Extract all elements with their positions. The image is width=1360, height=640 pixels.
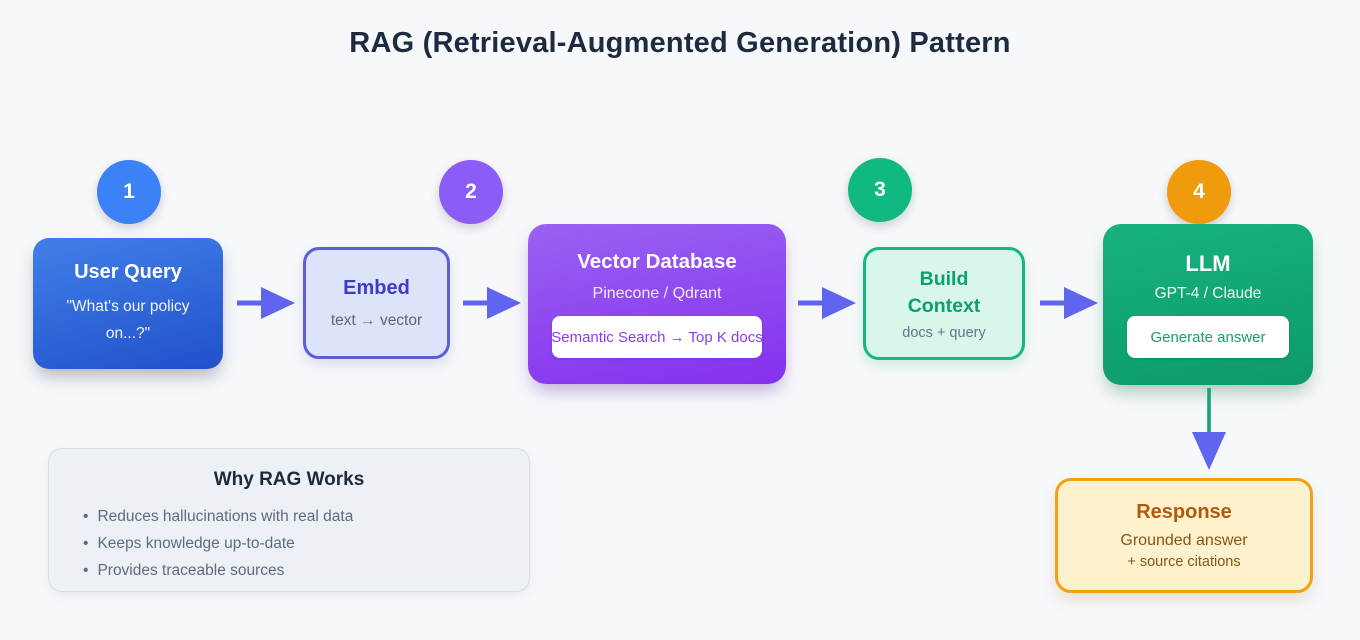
- arrow-down-icon: [1192, 388, 1226, 470]
- arrow-right-icon: [798, 287, 856, 319]
- step-badge-4: 4: [1167, 160, 1231, 224]
- embed-subtitle: text → vector: [330, 311, 423, 329]
- list-item: Reduces hallucinations with real data: [83, 503, 495, 530]
- why-rag-works-title: Why RAG Works: [213, 469, 365, 490]
- generate-answer-pill: Generate answer: [1127, 316, 1289, 358]
- list-item: Provides traceable sources: [83, 557, 495, 584]
- step-badge-3: 3: [848, 158, 912, 222]
- llm-subtitle: GPT-4 / Claude: [1154, 285, 1262, 302]
- node-user-query: User Query "What's our policy on...?": [33, 238, 223, 369]
- vector-db-subtitle: Pinecone / Qdrant: [592, 285, 722, 302]
- arrow-right-icon: [1040, 287, 1098, 319]
- page-title: RAG (Retrieval-Augmented Generation) Pat…: [349, 27, 1011, 59]
- node-response: Response Grounded answer + source citati…: [1055, 478, 1313, 593]
- user-query-subtitle: "What's our policy on...?": [66, 297, 190, 342]
- why-rag-works-list: Reduces hallucinations with real data Ke…: [83, 503, 495, 584]
- step-badge-1: 1: [97, 160, 161, 224]
- arrow-right-icon: [463, 287, 521, 319]
- bullet-text: Keeps knowledge up-to-date: [97, 535, 295, 552]
- embed-title: Embed: [343, 276, 410, 299]
- response-title: Response: [1136, 501, 1232, 523]
- node-embed: Embed text → vector: [303, 247, 450, 359]
- why-rag-works-card: Why RAG Works Reduces hallucinations wit…: [48, 448, 530, 592]
- response-line1: Grounded answer: [1120, 532, 1248, 549]
- response-line2: + source citations: [1127, 554, 1241, 570]
- llm-title: LLM: [1185, 251, 1231, 276]
- bullet-text: Reduces hallucinations with real data: [97, 508, 354, 525]
- bullet-text: Provides traceable sources: [97, 562, 285, 579]
- build-context-subtitle: docs + query: [902, 325, 986, 341]
- vector-db-title: Vector Database: [577, 250, 737, 273]
- list-item: Keeps knowledge up-to-date: [83, 530, 495, 557]
- build-context-title: Build Context: [907, 268, 981, 317]
- user-query-title: User Query: [74, 260, 182, 283]
- arrow-right-icon: [237, 287, 295, 319]
- step-badge-2: 2: [439, 160, 503, 224]
- node-build-context: Build Context docs + query: [863, 247, 1025, 360]
- node-llm: LLM GPT-4 / Claude Generate answer: [1103, 224, 1313, 385]
- node-vector-database: Vector Database Pinecone / Qdrant Semant…: [528, 224, 786, 384]
- semantic-search-pill: Semantic Search → Top K docs: [551, 316, 763, 358]
